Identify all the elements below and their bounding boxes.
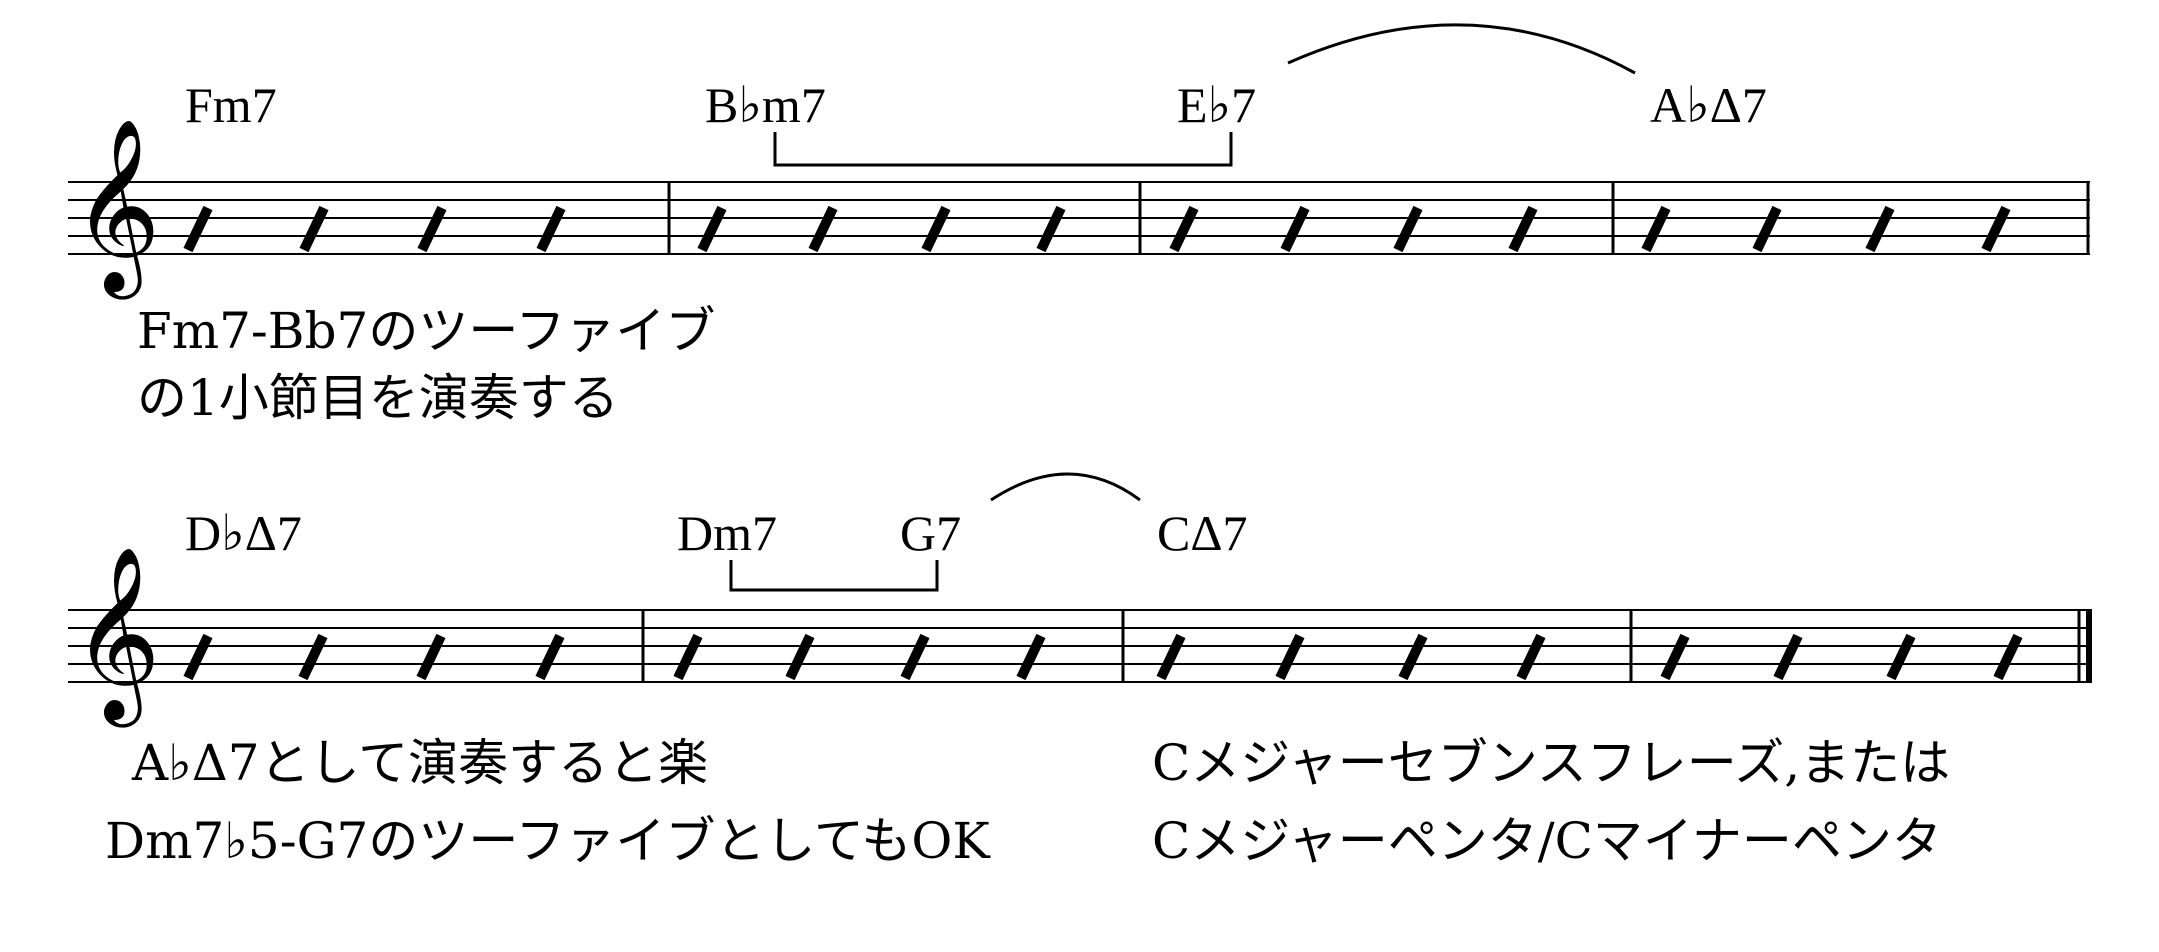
chord-symbol: A♭Δ7: [1650, 77, 1767, 133]
system-1: Fm7 B♭m7 E♭7 A♭Δ7 𝄞: [68, 23, 2090, 427]
system-2: D♭Δ7 Dm7 G7 CΔ7 𝄞: [68, 472, 2092, 870]
slash-notation-icon: [183, 633, 2023, 681]
annotation-text: Dm7♭5-G7のツーファイブとしてもOK: [105, 812, 991, 870]
chord-symbol: G7: [900, 505, 961, 561]
chord-symbol: Fm7: [185, 77, 277, 133]
resolution-arc: [990, 472, 1141, 502]
annotation-text: Fm7-Bb7のツーファイブ: [137, 302, 715, 360]
annotation-text: Cメジャーセブンスフレーズ,または: [1152, 734, 1950, 792]
two-five-bracket: [729, 560, 939, 592]
chord-symbol: D♭Δ7: [185, 505, 302, 561]
annotation-text: A♭Δ7として演奏すると楽: [131, 734, 708, 792]
chord-symbol: B♭m7: [705, 77, 826, 133]
resolution-arc: [1287, 23, 1636, 75]
two-five-bracket: [773, 132, 1233, 167]
chord-symbol: CΔ7: [1157, 505, 1248, 561]
staff: [68, 181, 2090, 255]
treble-clef-icon: 𝄞: [72, 546, 161, 728]
staff: [68, 609, 2092, 683]
chord-symbol: E♭7: [1177, 77, 1256, 133]
treble-clef-icon: 𝄞: [72, 118, 161, 300]
annotation-text: の1小節目を演奏する: [137, 369, 619, 427]
annotation-text: Cメジャーペンタ/Cマイナーペンタ: [1152, 812, 1942, 870]
slash-notation-icon: [183, 205, 2011, 253]
chord-symbol: Dm7: [677, 505, 777, 561]
